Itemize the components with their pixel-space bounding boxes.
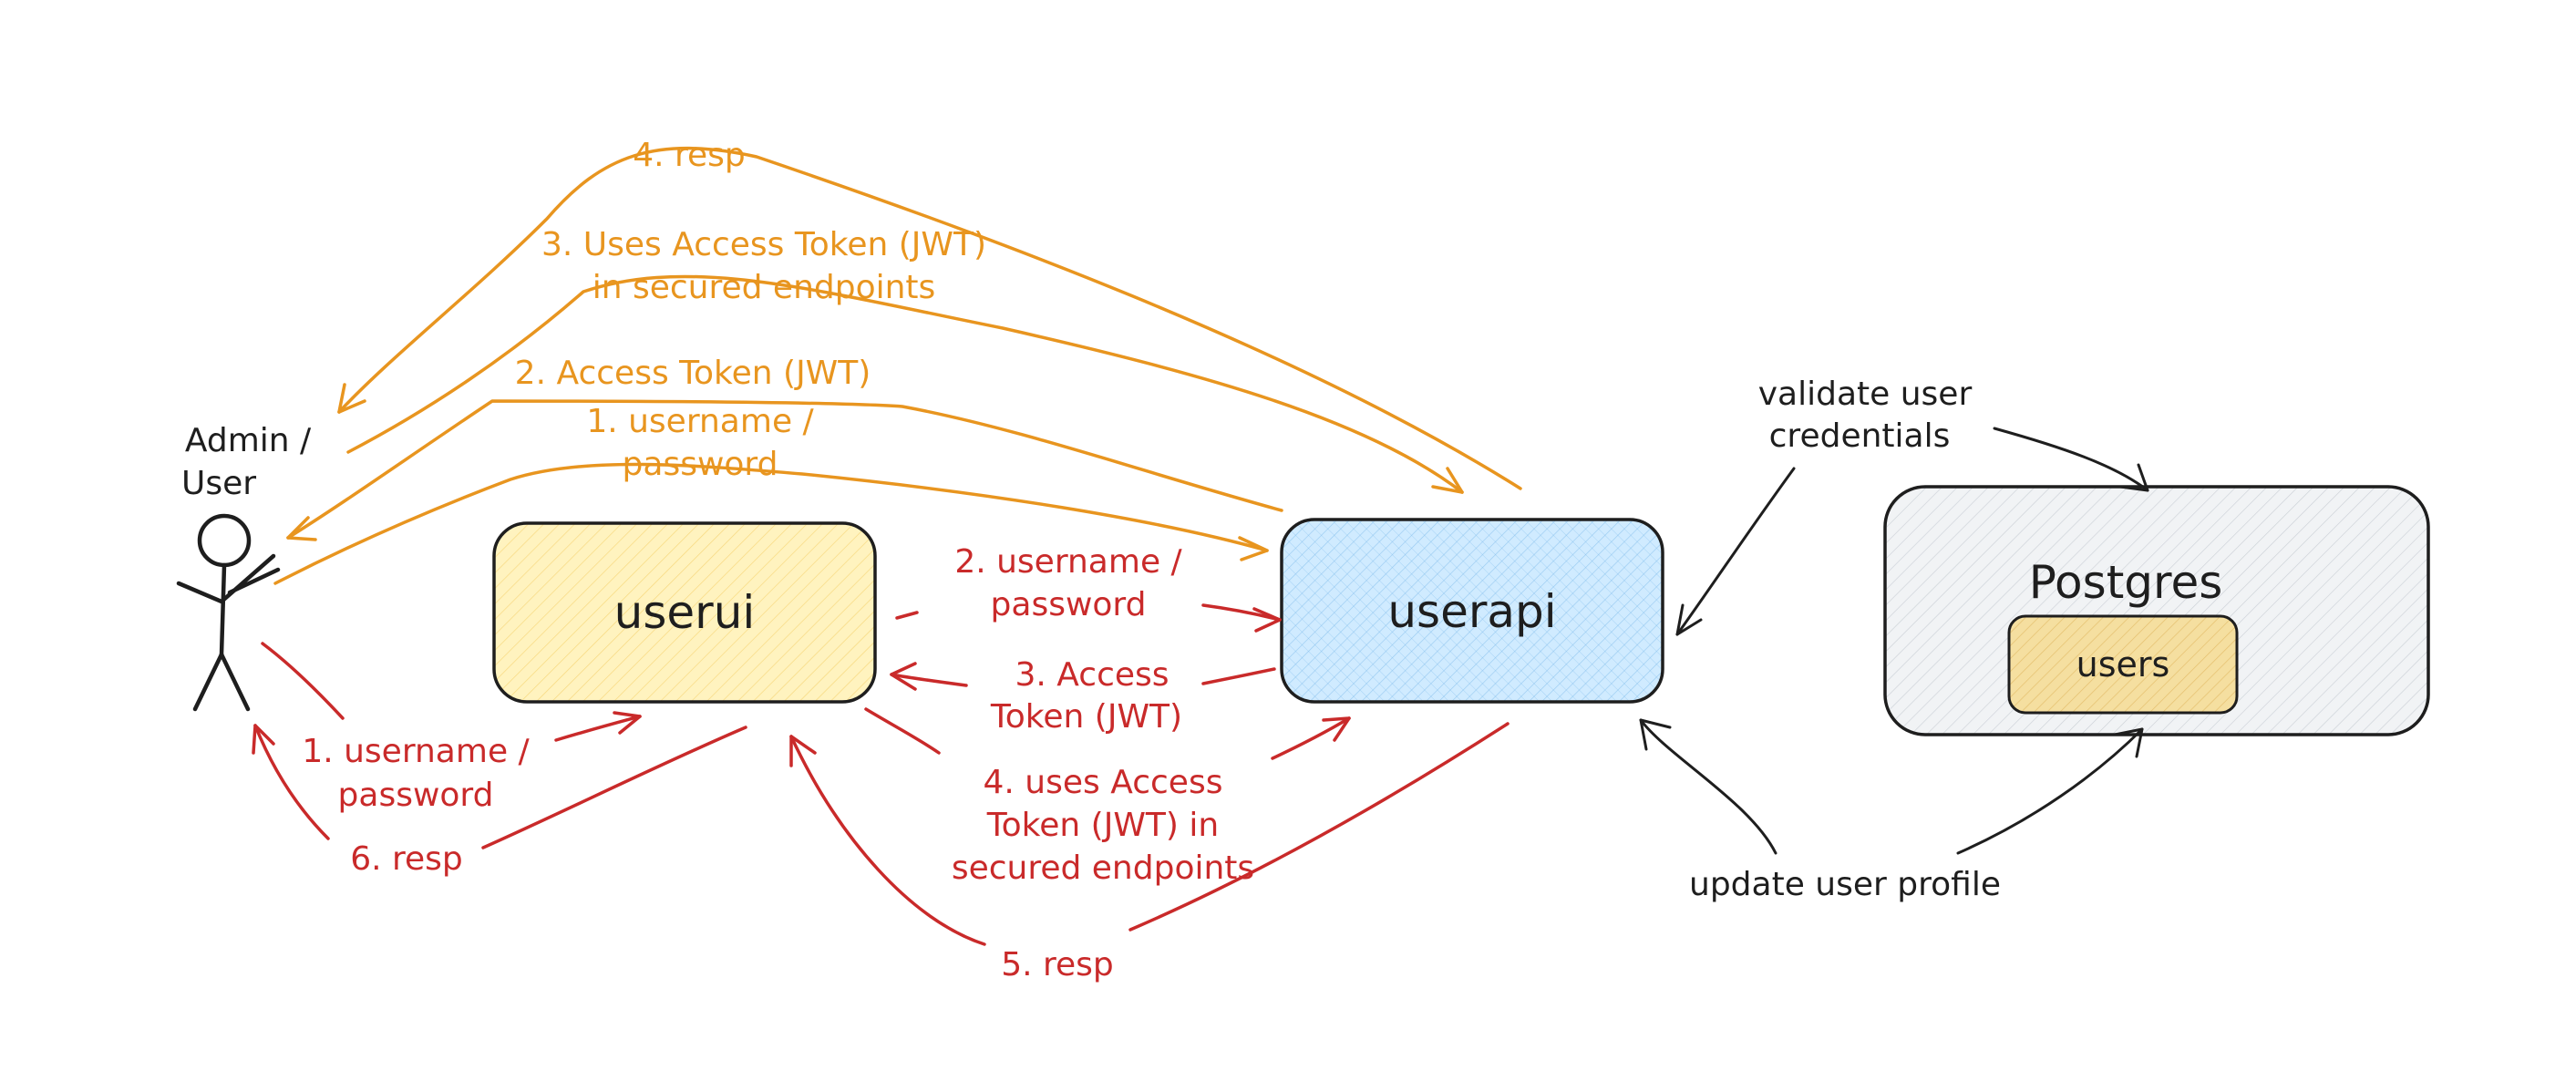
arrow-validate-to-userapi [1675,467,1796,636]
arrow-orange-username [273,462,1269,585]
label-red-resp5: 5. resp [1001,946,1114,983]
arrowhead-red-uses-token [1322,716,1351,742]
label-red-uses-line3: secured endpoints [952,849,1254,887]
arrow-red-resp5 [789,722,1510,946]
label-update-user-profile: update user profile [1689,866,2001,903]
label-orange-username-line2: password [623,446,778,483]
arrowhead-orange-uses-token [1431,467,1464,494]
label-validate-line1: validate user [1758,376,1973,413]
stick-figure-actor [176,513,281,712]
red-arrows [252,603,1510,946]
label-red-api-token-line1: 3. Access [1015,656,1169,694]
arrow-orange-resp [337,146,1522,490]
label-orange-uses-token-line1: 3. Uses Access Token (JWT) [541,226,986,263]
arrowhead-update-to-userapi [1639,718,1672,751]
arrowhead-validate-to-userapi [1675,603,1703,636]
arrow-update-to-users [1956,727,2144,855]
arrowhead-update-to-users [2113,727,2144,758]
label-red-api-username-line2: password [991,586,1147,623]
arrowhead-red-api-username [1252,607,1282,633]
label-red-uses-line2: Token (JWT) in [986,807,1219,844]
users-table-label: users [2076,644,2170,685]
actor-label-line1: Admin / [185,422,312,459]
black-arrows [1639,427,2149,855]
arrow-red-uses-token [864,707,1351,760]
userapi-box: userapi [1280,518,1664,704]
label-red-ui-username-line2: password [338,777,494,814]
arrowhead-orange-access-token [286,516,317,541]
arrow-red-ui-username [261,642,642,742]
userui-box: userui [492,521,877,704]
arrow-validate-to-postgres [1993,427,2149,492]
userapi-label: userapi [1387,585,1556,638]
postgres-label: Postgres [2029,556,2223,609]
label-red-uses-line1: 4. uses Access [984,764,1223,801]
arrow-red-ui-resp [253,724,747,849]
arrowhead-red-api-token [890,662,917,691]
label-red-ui-resp: 6. resp [350,840,463,878]
label-red-api-username-line1: 2. username / [954,543,1182,581]
arrow-orange-uses-token [346,274,1464,494]
arrowhead-orange-resp [337,383,366,414]
postgres-box: Postgres users [1883,485,2430,736]
label-orange-uses-token-line2: in secured endpoints [592,269,936,306]
label-orange-username-line1: 1. username / [586,403,814,440]
arrowhead-validate-to-postgres [2118,463,2149,492]
label-red-ui-username-line1: 1. username / [302,733,530,770]
arrowhead-red-ui-resp [252,724,275,755]
arrow-update-to-userapi [1639,718,1777,855]
users-table-box: users [2007,614,2239,715]
label-orange-resp: 4. resp [633,137,746,174]
label-red-api-token-line2: Token (JWT) [990,698,1182,736]
actor-label-line2: User [181,465,256,502]
arrow-orange-access-token [286,399,1283,540]
label-validate-line2: credentials [1769,417,1951,455]
arrowhead-red-resp5 [789,735,817,767]
userui-label: userui [614,586,756,639]
arrowhead-orange-username [1238,536,1269,561]
arrowhead-red-ui-username [613,711,642,735]
arrow-red-api-token [890,667,1276,687]
label-orange-access-token: 2. Access Token (JWT) [515,355,871,392]
orange-arrows [273,146,1522,585]
